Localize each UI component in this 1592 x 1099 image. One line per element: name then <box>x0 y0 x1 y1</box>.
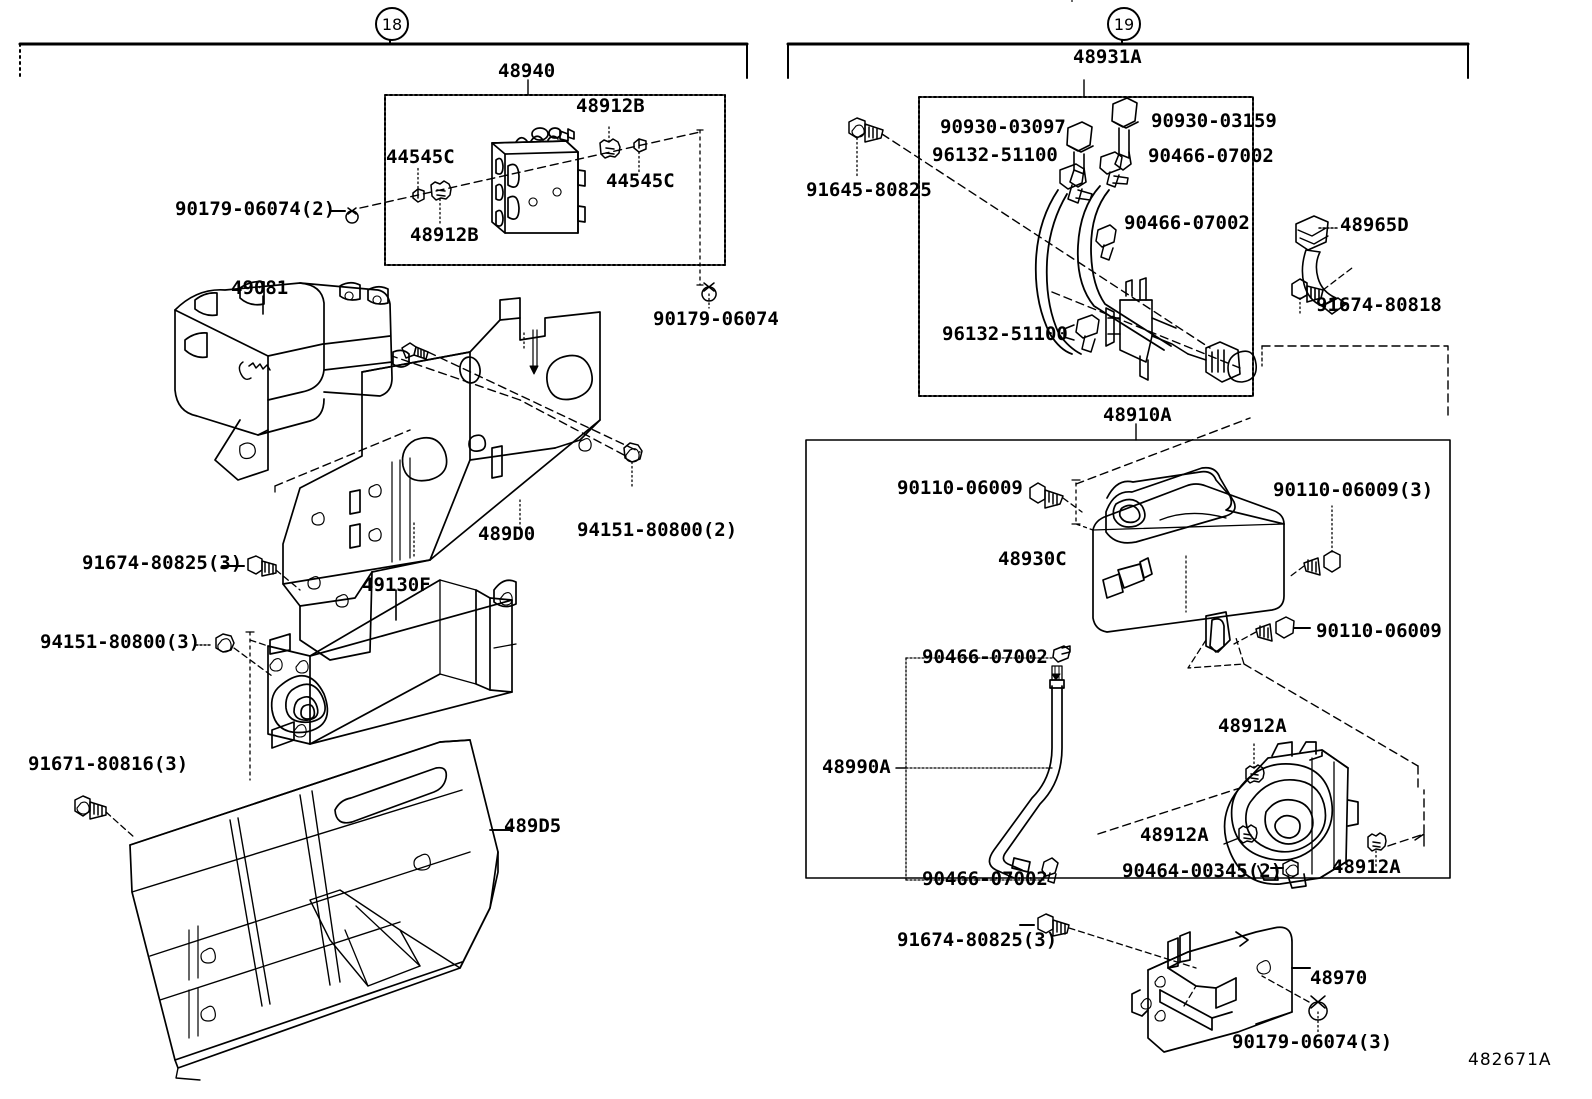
part-label-90930-03159[interactable]: 90930-03159 <box>1151 110 1277 132</box>
part-label-90179-06074[interactable]: 90179-06074 <box>653 308 779 330</box>
part-label-489d0[interactable]: 489D0 <box>478 523 536 545</box>
group-callout-18-label: 18 <box>381 14 403 34</box>
part-label-90110-06009-a[interactable]: 90110-06009 <box>897 477 1023 499</box>
part-label-90466-07002-b[interactable]: 90466-07002 <box>1124 212 1250 234</box>
part-label-91671-80816-3[interactable]: 91671-80816(3) <box>28 753 189 775</box>
part-label-90466-07002-a[interactable]: 90466-07002 <box>1148 145 1274 167</box>
part-label-44545c-left[interactable]: 44545C <box>386 146 455 168</box>
part-label-90466-07002-c[interactable]: 90466-07002 <box>922 646 1048 668</box>
part-label-96132-51100-bottom[interactable]: 96132-51100 <box>942 323 1068 345</box>
part-label-91674-80818[interactable]: 91674-80818 <box>1316 294 1442 316</box>
part-label-49081[interactable]: 49081 <box>231 277 289 299</box>
part-label-90179-06074-3[interactable]: 90179-06074(3) <box>1232 1031 1393 1053</box>
part-label-48970[interactable]: 48970 <box>1310 967 1368 989</box>
part-label-49130f[interactable]: 49130F <box>362 574 431 596</box>
part-label-91674-80825-3-lower[interactable]: 91674-80825(3) <box>897 929 1058 951</box>
part-label-48965d[interactable]: 48965D <box>1340 214 1409 236</box>
part-label-90930-03097[interactable]: 90930-03097 <box>940 116 1066 138</box>
part-label-48931a[interactable]: 48931A <box>1073 46 1142 68</box>
group-callout-19[interactable]: 19 <box>1107 7 1141 41</box>
part-label-90464-00345-2[interactable]: 90464-00345(2) <box>1122 860 1283 882</box>
part-label-94151-80800-2[interactable]: 94151-80800(2) <box>577 519 738 541</box>
part-label-90110-06009-3[interactable]: 90110-06009(3) <box>1273 479 1434 501</box>
part-label-48912b-bottom[interactable]: 48912B <box>410 224 479 246</box>
group-callout-18[interactable]: 18 <box>375 7 409 41</box>
part-label-48912b-top[interactable]: 48912B <box>576 95 645 117</box>
part-label-48930c[interactable]: 48930C <box>998 548 1067 570</box>
part-label-48940[interactable]: 48940 <box>498 60 556 82</box>
part-label-90466-07002-d[interactable]: 90466-07002 <box>922 868 1048 890</box>
part-label-44545c-right[interactable]: 44545C <box>606 170 675 192</box>
part-label-48912a-right[interactable]: 48912A <box>1332 856 1401 878</box>
part-label-90179-06074-2[interactable]: 90179-06074(2) <box>175 198 336 220</box>
part-label-96132-51100-top[interactable]: 96132-51100 <box>932 144 1058 166</box>
part-label-48990a[interactable]: 48990A <box>822 756 891 778</box>
part-label-90110-06009-b[interactable]: 90110-06009 <box>1316 620 1442 642</box>
part-label-91645-80825[interactable]: 91645-80825 <box>806 179 932 201</box>
part-label-48912a-left[interactable]: 48912A <box>1140 824 1209 846</box>
part-label-48912a-top[interactable]: 48912A <box>1218 715 1287 737</box>
part-label-48910a[interactable]: 48910A <box>1103 404 1172 426</box>
group-callout-19-label: 19 <box>1113 14 1135 34</box>
part-label-489d5[interactable]: 489D5 <box>504 815 562 837</box>
part-label-91674-80825-3-upper[interactable]: 91674-80825(3) <box>82 552 243 574</box>
diagram-id: 482671A <box>1468 1050 1552 1070</box>
part-label-94151-80800-3[interactable]: 94151-80800(3) <box>40 631 201 653</box>
